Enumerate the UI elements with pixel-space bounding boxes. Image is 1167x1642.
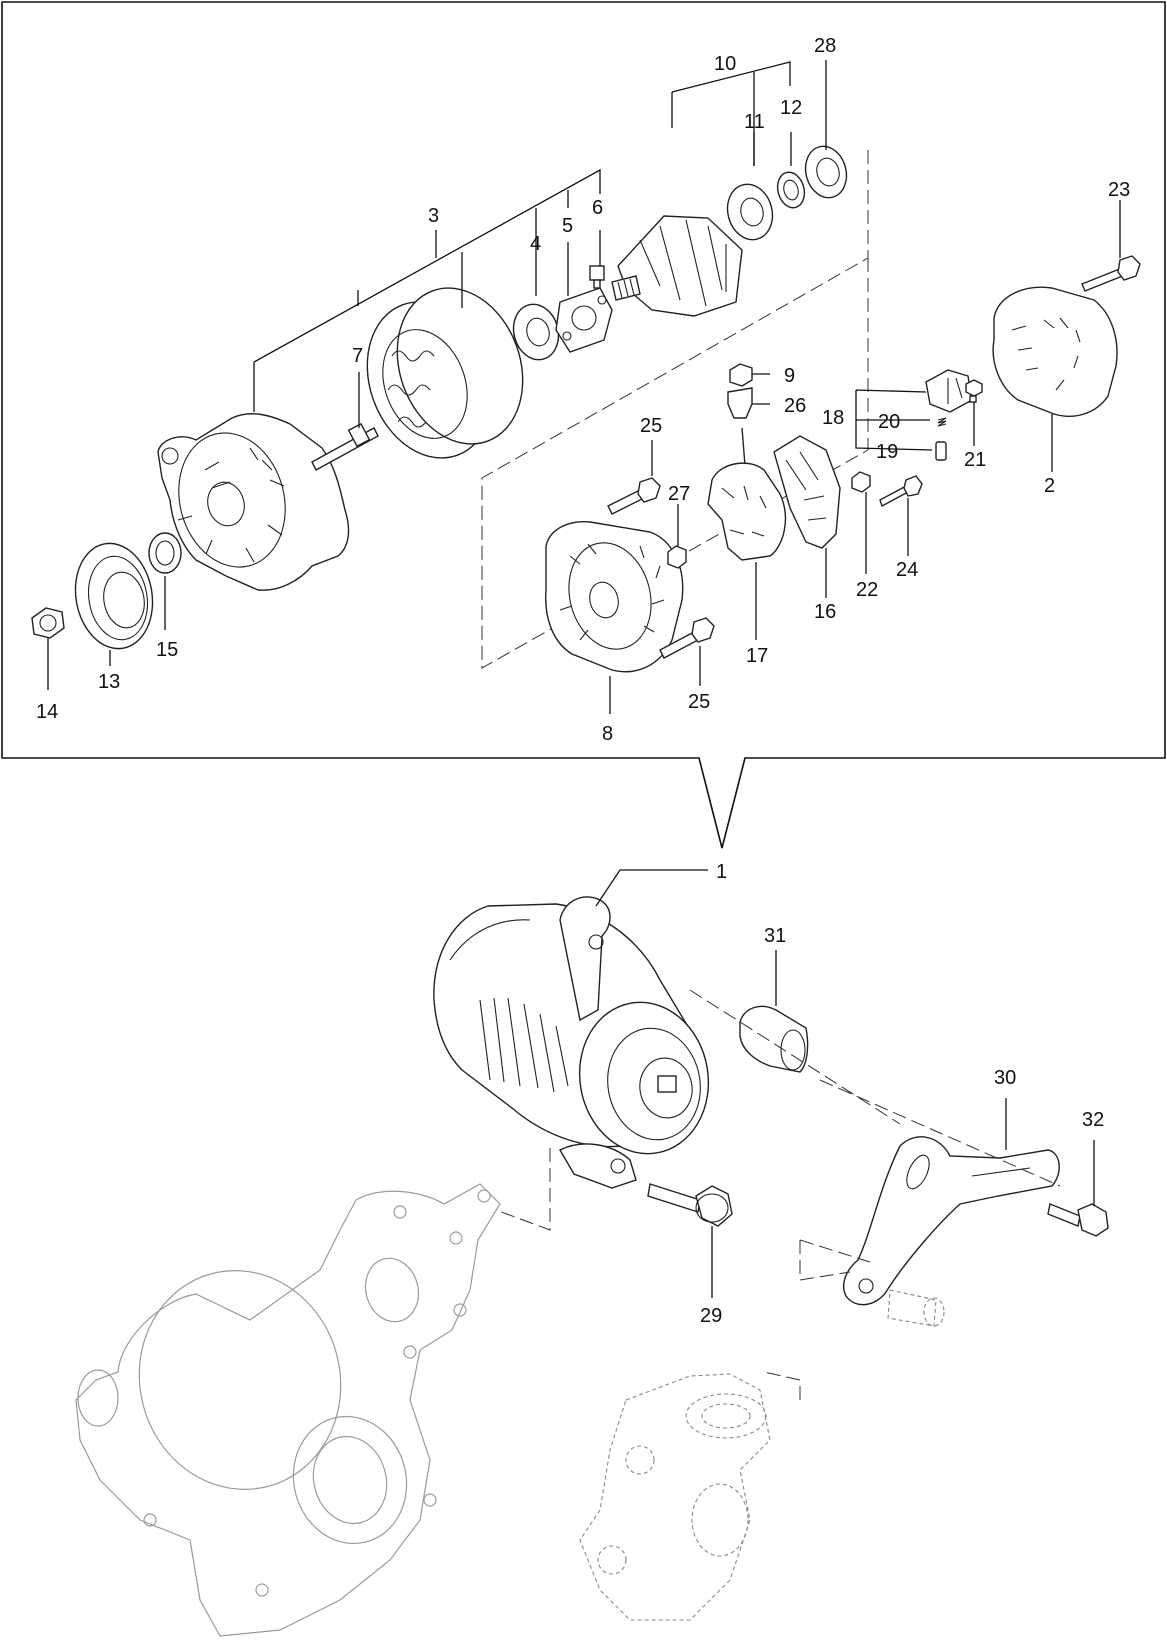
part-bolt-29 bbox=[647, 1183, 733, 1227]
callout-19: 19 bbox=[876, 441, 898, 463]
callout-28: 28 bbox=[814, 35, 836, 57]
callout-4: 4 bbox=[530, 233, 541, 255]
callout-3: 3 bbox=[428, 205, 439, 227]
callout-6: 6 bbox=[592, 197, 603, 219]
part-rear-frame-8 bbox=[545, 521, 684, 673]
part-brush-19 bbox=[935, 441, 947, 461]
part-bracket-30 bbox=[842, 1136, 1060, 1306]
part-stud-7 bbox=[311, 422, 379, 471]
part-nut-9 bbox=[729, 363, 753, 387]
part-alternator-1 bbox=[433, 896, 710, 1189]
callout-7: 7 bbox=[352, 345, 363, 367]
callout-21: 21 bbox=[964, 449, 986, 471]
part-brush-holder-16 bbox=[773, 435, 841, 549]
alignment-dash-lines bbox=[495, 989, 1061, 1400]
part-nut-27 bbox=[667, 545, 687, 569]
part-ring-12 bbox=[776, 171, 806, 209]
part-stator bbox=[366, 287, 524, 459]
part-bolt-24 bbox=[879, 475, 923, 508]
part-screw-21 bbox=[965, 379, 983, 403]
callout-25b: 25 bbox=[688, 691, 710, 713]
callout-31: 31 bbox=[764, 925, 786, 947]
part-bolt-25-lower bbox=[659, 617, 715, 659]
leader-lines bbox=[47, 60, 1121, 1298]
part-insulator-26 bbox=[727, 387, 753, 419]
callout-9: 9 bbox=[784, 365, 795, 387]
part-spring-20 bbox=[937, 417, 947, 427]
part-bolt-23 bbox=[1081, 255, 1141, 292]
part-bushing-31 bbox=[739, 1005, 809, 1073]
callout-20: 20 bbox=[878, 411, 900, 433]
part-seal-28 bbox=[804, 145, 848, 199]
part-rectifier-17 bbox=[707, 427, 787, 561]
callout-25a: 25 bbox=[640, 415, 662, 437]
callout-12: 12 bbox=[780, 97, 802, 119]
part-water-pump bbox=[579, 1373, 771, 1621]
callout-32: 32 bbox=[1082, 1109, 1104, 1131]
callout-23: 23 bbox=[1108, 179, 1130, 201]
callout-17: 17 bbox=[746, 645, 768, 667]
part-collar-15 bbox=[148, 532, 182, 574]
callout-26: 26 bbox=[784, 395, 806, 417]
part-screw-6 bbox=[589, 265, 605, 289]
part-ghost-bolt bbox=[887, 1289, 945, 1327]
callout-27: 27 bbox=[668, 483, 690, 505]
part-timing-case bbox=[75, 1183, 501, 1637]
detail-frame bbox=[1, 1, 1166, 849]
callout-22: 22 bbox=[856, 579, 878, 601]
part-nut-14 bbox=[31, 607, 65, 639]
part-bearing-11 bbox=[726, 183, 774, 241]
callout-1: 1 bbox=[716, 861, 727, 883]
part-plate-5 bbox=[555, 287, 613, 353]
callout-16: 16 bbox=[814, 601, 836, 623]
part-rotor-10 bbox=[611, 215, 743, 317]
part-bolt-25-upper bbox=[607, 477, 661, 515]
callout-13: 13 bbox=[98, 671, 120, 693]
part-nut-22 bbox=[851, 471, 871, 493]
callout-15: 15 bbox=[156, 639, 178, 661]
callout-24: 24 bbox=[896, 559, 918, 581]
part-front-frame-3 bbox=[157, 413, 350, 591]
callout-10: 10 bbox=[714, 53, 736, 75]
part-rear-cover-2 bbox=[992, 286, 1118, 417]
part-bearing-4 bbox=[512, 303, 560, 361]
callout-14: 14 bbox=[36, 701, 58, 723]
part-regulator-18 bbox=[925, 369, 973, 413]
callout-8: 8 bbox=[602, 723, 613, 745]
callout-2: 2 bbox=[1044, 475, 1055, 497]
callout-29: 29 bbox=[700, 1305, 722, 1327]
callout-11: 11 bbox=[744, 111, 765, 133]
part-bolt-32 bbox=[1047, 1203, 1109, 1237]
callout-18: 18 bbox=[822, 407, 844, 429]
part-pulley-13 bbox=[74, 542, 154, 650]
callout-30: 30 bbox=[994, 1067, 1016, 1089]
callout-5: 5 bbox=[562, 215, 573, 237]
